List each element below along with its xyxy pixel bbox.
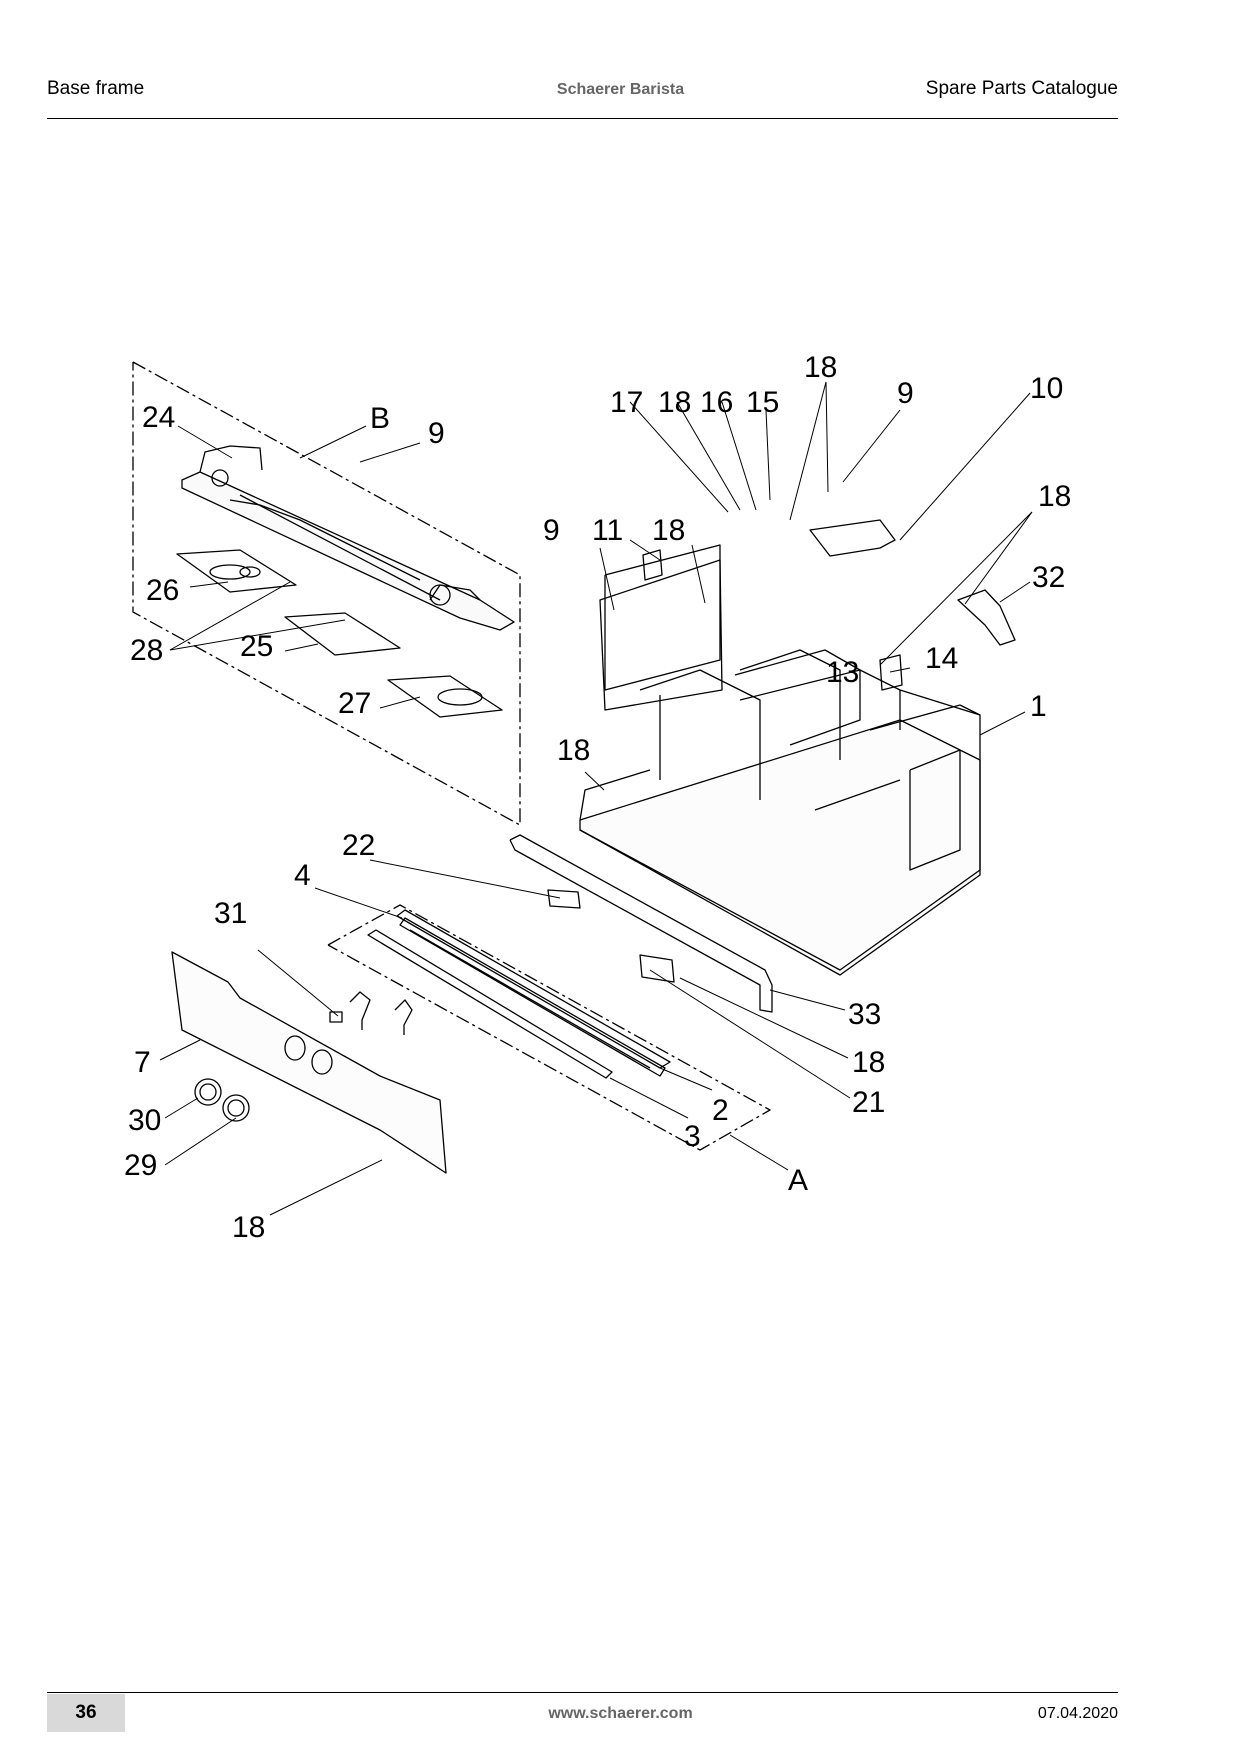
clip-31 — [329, 991, 413, 1035]
callout-9: 9 — [428, 417, 445, 450]
callout-18: 18 — [1038, 480, 1071, 513]
group-a-outline — [327, 904, 771, 1151]
wall-11-frame — [599, 559, 723, 711]
plate-10 — [809, 519, 896, 557]
plate-27 — [387, 675, 503, 718]
page-number: 36 — [47, 1694, 125, 1732]
footer-date: 07.04.2020 — [1037, 1705, 1118, 1722]
callout-3: 3 — [684, 1120, 701, 1153]
callout-4: 4 — [294, 859, 311, 892]
callout-21: 21 — [852, 1086, 885, 1119]
footer-divider — [47, 1692, 1118, 1693]
knob-30 — [194, 1078, 222, 1106]
callout-26: 26 — [146, 574, 179, 607]
callout-9: 9 — [543, 514, 560, 547]
front-cover-panel — [171, 951, 447, 1174]
callout-25: 25 — [240, 630, 273, 663]
callout-16: 16 — [700, 386, 733, 419]
callout-32: 32 — [1032, 561, 1065, 594]
callout-28: 28 — [130, 634, 163, 667]
callout-15: 15 — [746, 386, 779, 419]
callout-27: 27 — [338, 687, 371, 720]
callout-22: 22 — [342, 829, 375, 862]
callout-1: 1 — [1030, 690, 1047, 723]
header-product-name: Schaerer Barista — [556, 81, 685, 98]
front-trim-strip — [396, 909, 671, 1077]
side-bracket-33 — [509, 834, 773, 1013]
callout-18: 18 — [652, 514, 685, 547]
callout-18: 18 — [852, 1046, 885, 1079]
header-divider — [47, 118, 1118, 119]
callout-a: A — [788, 1164, 808, 1197]
callout-24: 24 — [142, 401, 175, 434]
bracket-11 — [642, 549, 663, 581]
callout-18: 18 — [804, 351, 837, 384]
callout-13: 13 — [826, 656, 859, 689]
callout-18: 18 — [658, 386, 691, 419]
callout-30: 30 — [128, 1104, 161, 1137]
callout-33: 33 — [848, 998, 881, 1031]
plate-32 — [957, 589, 1016, 646]
callout-18: 18 — [557, 734, 590, 767]
header-section-title: Base frame — [47, 78, 145, 99]
callout-18: 18 — [232, 1211, 265, 1244]
callout-11: 11 — [592, 514, 623, 547]
callout-2: 2 — [712, 1094, 729, 1127]
callout-9: 9 — [897, 377, 914, 410]
main-base-frame — [579, 544, 981, 976]
footer-website: www.schaerer.com — [548, 1705, 693, 1722]
label-22 — [547, 889, 581, 909]
front-glass-strip — [367, 929, 613, 1079]
callout-17: 17 — [610, 386, 643, 419]
bracket-14 — [879, 654, 903, 691]
callout-14: 14 — [925, 642, 958, 675]
callout-31: 31 — [214, 897, 247, 930]
callout-10: 10 — [1030, 372, 1063, 405]
knob-29 — [222, 1094, 250, 1122]
group-b-outline — [132, 361, 521, 826]
plate-25 — [284, 612, 401, 656]
top-frame-part — [181, 445, 515, 631]
plate-26 — [176, 549, 297, 593]
header-document-title: Spare Parts Catalogue — [925, 78, 1118, 99]
callout-b: B — [370, 402, 390, 435]
callout-7: 7 — [134, 1046, 151, 1079]
grill-21 — [639, 954, 675, 983]
callout-labels: 24 B 9 26 28 25 27 17 18 16 15 18 9 10 9… — [124, 351, 1071, 1244]
callout-29: 29 — [124, 1149, 157, 1182]
